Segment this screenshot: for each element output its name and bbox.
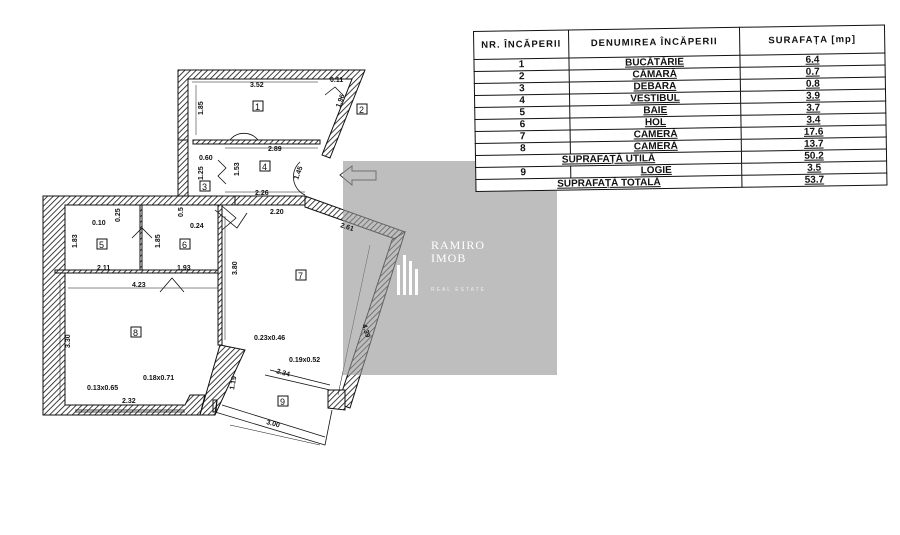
room-labels: 1 2 3 4 5 6 7 8 9 bbox=[96, 100, 368, 407]
svg-text:9: 9 bbox=[280, 397, 285, 407]
doors bbox=[131, 86, 344, 293]
header-name: DENUMIREA ÎNCĂPERII bbox=[568, 27, 740, 58]
loggia-outline bbox=[75, 369, 333, 446]
room-9: 9 bbox=[277, 395, 289, 407]
watermark-line2: IMOB bbox=[431, 251, 467, 265]
room-area-table: NR. ÎNCĂPERII DENUMIREA ÎNCĂPERII SURAFA… bbox=[473, 24, 888, 192]
watermark-logo bbox=[395, 247, 421, 295]
room-6: 6 bbox=[179, 238, 191, 250]
svg-text:5: 5 bbox=[99, 240, 104, 250]
watermark-line1: RAMIRO bbox=[431, 238, 486, 252]
room-8: 8 bbox=[130, 326, 142, 338]
header-nr: NR. ÎNCĂPERII bbox=[473, 29, 569, 60]
room-1: 1 bbox=[252, 100, 264, 112]
watermark-tagline: REAL ESTATE bbox=[431, 287, 486, 293]
svg-text:3: 3 bbox=[202, 182, 207, 192]
room-7: 7 bbox=[295, 269, 307, 281]
room-3: 3 bbox=[199, 180, 211, 192]
header-area: SURAFAȚA [mp] bbox=[739, 25, 885, 56]
room-4: 4 bbox=[259, 160, 271, 172]
svg-text:7: 7 bbox=[298, 271, 303, 281]
room-2: 2 bbox=[356, 103, 368, 115]
svg-text:8: 8 bbox=[133, 328, 138, 338]
svg-text:2: 2 bbox=[359, 105, 364, 115]
total-area-value: 53.7 bbox=[741, 173, 887, 188]
room-5: 5 bbox=[96, 238, 108, 250]
svg-text:6: 6 bbox=[182, 240, 187, 250]
svg-text:1: 1 bbox=[255, 102, 260, 112]
svg-text:4: 4 bbox=[262, 162, 267, 172]
